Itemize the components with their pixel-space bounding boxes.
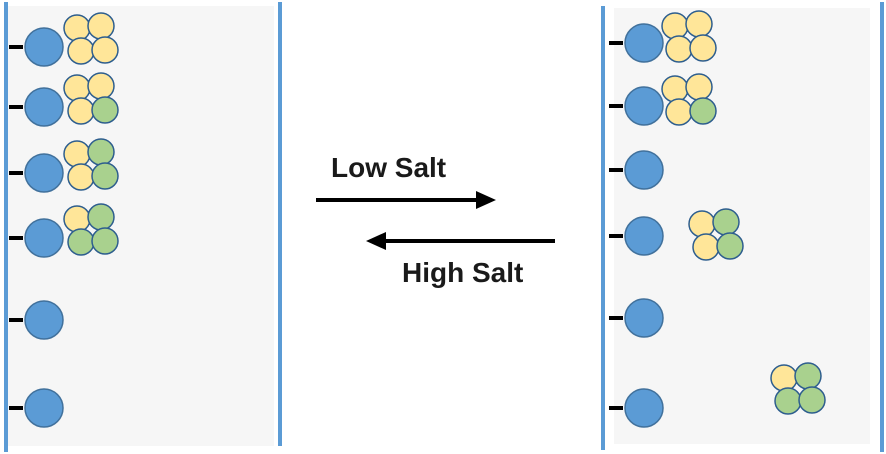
left-resin-bead xyxy=(24,27,64,67)
right-free-protein-subunit-green xyxy=(712,208,740,236)
left-bound-protein-subunit-yellow xyxy=(63,74,91,102)
left-bound-protein-subunit-green xyxy=(87,138,115,166)
high-salt-label: High Salt xyxy=(402,257,524,288)
low-salt-label: Low Salt xyxy=(331,152,447,183)
right-charge-mark xyxy=(609,406,623,410)
left-charge-mark xyxy=(9,105,23,109)
right-resin-bead xyxy=(624,150,664,190)
right-bound-protein-subunit-yellow xyxy=(665,98,693,126)
left-charge-mark xyxy=(9,45,23,49)
left-resin-bead xyxy=(24,300,64,340)
left-bound-protein-subunit-green xyxy=(91,96,119,124)
right-resin-bead xyxy=(624,23,664,63)
high-salt-arrow xyxy=(366,232,555,250)
left-bound-protein-subunit-green xyxy=(91,227,119,255)
left-resin-bead xyxy=(24,153,64,193)
right-free-protein-subunit-green xyxy=(798,386,826,414)
right-bound-protein-subunit-yellow xyxy=(661,12,689,40)
right-charge-mark xyxy=(609,41,623,45)
right-resin-bead xyxy=(624,86,664,126)
left-bound-protein-subunit-yellow xyxy=(67,163,95,191)
right-resin-bead xyxy=(624,388,664,428)
right-bound-protein-subunit-yellow xyxy=(685,73,713,101)
left-charge-mark xyxy=(9,236,23,240)
right-bound-protein-subunit-yellow xyxy=(665,35,693,63)
left-bound-protein-subunit-yellow xyxy=(63,140,91,168)
right-bound-protein-subunit-yellow xyxy=(661,75,689,103)
left-bound-protein-subunit-yellow xyxy=(67,37,95,65)
left-bound-protein-subunit-yellow xyxy=(67,97,95,125)
left-charge-mark xyxy=(9,406,23,410)
left-bound-protein-subunit-yellow xyxy=(63,205,91,233)
left-bound-protein-subunit-yellow xyxy=(87,72,115,100)
right-charge-mark xyxy=(609,168,623,172)
right-free-protein-subunit-yellow xyxy=(688,210,716,238)
right-bound-protein-subunit-yellow xyxy=(685,10,713,38)
left-resin-bead xyxy=(24,87,64,127)
left-charge-mark xyxy=(9,318,23,322)
right-charge-mark xyxy=(609,104,623,108)
right-free-protein-subunit-green xyxy=(774,387,802,415)
right-resin-bead xyxy=(624,298,664,338)
right-free-protein-subunit-green xyxy=(716,232,744,260)
right-free-protein-subunit-green xyxy=(794,362,822,390)
right-resin-bead xyxy=(624,216,664,256)
right-bound-protein-subunit-green xyxy=(689,97,717,125)
left-bound-protein-subunit-green xyxy=(67,228,95,256)
left-resin-bead xyxy=(24,218,64,258)
right-charge-mark xyxy=(609,234,623,238)
left-bound-protein-subunit-green xyxy=(87,203,115,231)
right-bound-protein-subunit-yellow xyxy=(689,34,717,62)
left-charge-mark xyxy=(9,171,23,175)
right-free-protein-subunit-yellow xyxy=(770,364,798,392)
right-free-protein-subunit-yellow xyxy=(692,233,720,261)
low-salt-arrow xyxy=(316,191,496,209)
left-bound-protein-subunit-yellow xyxy=(87,12,115,40)
left-bound-protein-subunit-yellow xyxy=(63,14,91,42)
beads-layer xyxy=(9,10,826,428)
left-resin-bead xyxy=(24,388,64,428)
right-charge-mark xyxy=(609,316,623,320)
left-bound-protein-subunit-green xyxy=(91,162,119,190)
left-bound-protein-subunit-yellow xyxy=(91,36,119,64)
